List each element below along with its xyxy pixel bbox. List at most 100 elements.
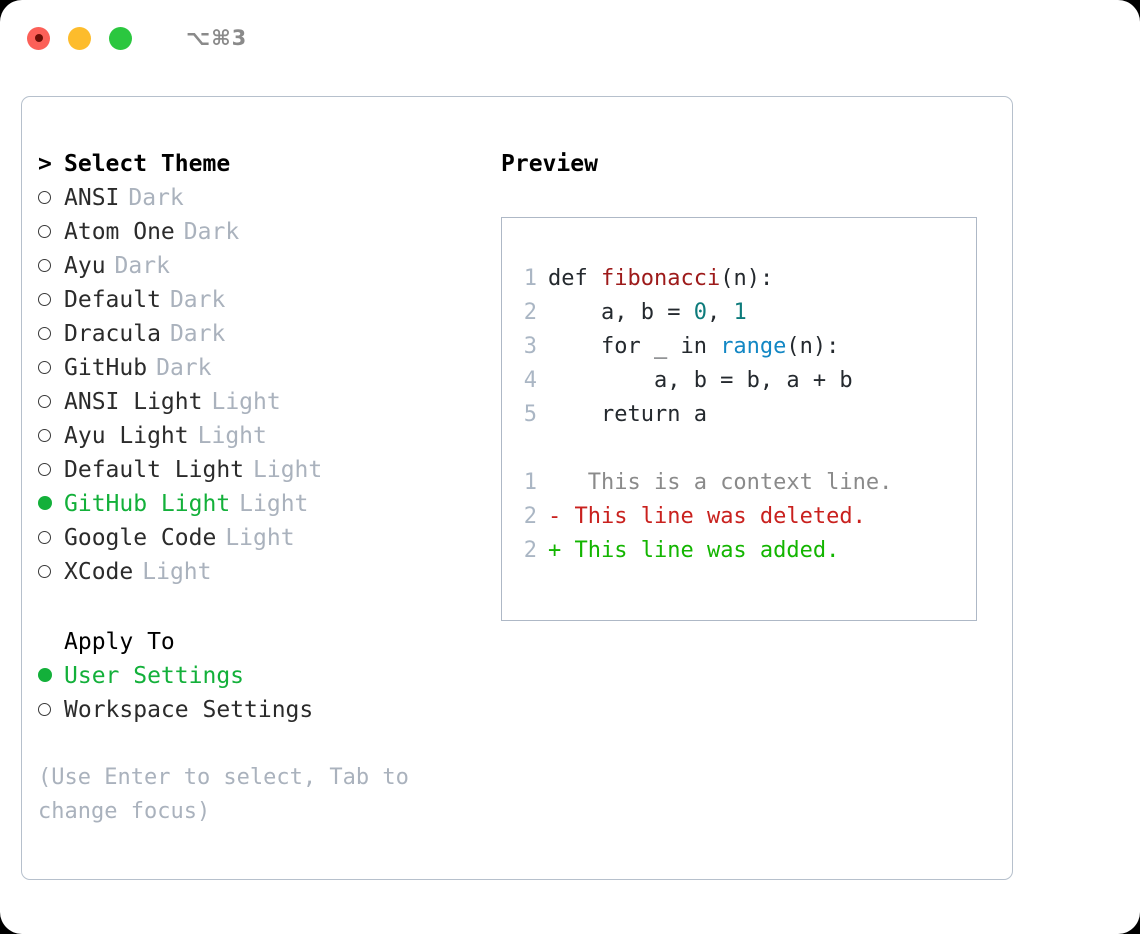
- radio-unselected-icon: [38, 429, 64, 442]
- theme-name: Ayu: [64, 253, 106, 279]
- diff-marker: -: [548, 504, 562, 529]
- theme-name: GitHub Light: [64, 491, 231, 517]
- radio-unselected-icon: [38, 259, 64, 272]
- radio-unselected-icon: [38, 531, 64, 544]
- theme-list-item[interactable]: XCode Light: [38, 555, 488, 589]
- diff-text: This is a context line.: [561, 470, 893, 495]
- radio-glyph: [38, 259, 51, 272]
- theme-variant-tag: Dark: [169, 321, 226, 347]
- radio-selected-icon: [38, 668, 64, 682]
- apply-to-indent: [38, 625, 64, 659]
- theme-name: Dracula: [64, 321, 161, 347]
- diff-text: This line was deleted.: [561, 504, 866, 529]
- diff-line: 2+ This line was added.: [502, 534, 976, 568]
- preview-heading: Preview: [501, 151, 598, 177]
- code-token: a, b = b, a + b: [548, 368, 853, 393]
- diff-line: 2- This line was deleted.: [502, 500, 976, 534]
- radio-unselected-icon: [38, 463, 64, 476]
- code-line: 2 a, b = 0, 1: [502, 296, 976, 330]
- code-line: 5 return a: [502, 398, 976, 432]
- diff-marker: [548, 466, 561, 500]
- keyboard-hint-text: (Use Enter to select, Tab to change focu…: [38, 765, 423, 824]
- radio-unselected-icon: [38, 191, 64, 204]
- keyboard-shortcut-label: ⌥⌘3: [186, 26, 248, 50]
- theme-name: Default Light: [64, 457, 245, 483]
- code-token: fibonacci: [600, 266, 721, 291]
- theme-picker-heading: > Select Theme: [38, 147, 488, 181]
- window-controls: [27, 26, 132, 50]
- code-token: 0: [693, 300, 707, 325]
- radio-glyph: [38, 668, 52, 682]
- theme-list-item[interactable]: Ayu Dark: [38, 249, 488, 283]
- radio-glyph: [38, 225, 51, 238]
- apply-to-item[interactable]: User Settings: [38, 659, 488, 693]
- code-token: (n):: [720, 266, 774, 291]
- title-bar: ⌥⌘3: [0, 0, 1140, 76]
- apply-to-name: User Settings: [64, 663, 245, 689]
- radio-glyph: [38, 463, 51, 476]
- line-number: 3: [523, 334, 537, 359]
- radio-glyph: [38, 293, 51, 306]
- diff-marker: +: [548, 538, 562, 563]
- theme-list-item[interactable]: Default Dark: [38, 283, 488, 317]
- theme-name: Atom One: [64, 219, 175, 245]
- code-token: ,: [706, 300, 734, 325]
- code-token: return a: [548, 402, 707, 427]
- diff-line: 1 This is a context line.: [502, 466, 976, 500]
- radio-glyph: [38, 531, 51, 544]
- radio-selected-icon: [38, 496, 64, 510]
- theme-name: ANSI: [64, 185, 120, 211]
- close-button-icon[interactable]: [27, 26, 50, 50]
- radio-unselected-icon: [38, 225, 64, 238]
- apply-to-name: Workspace Settings: [64, 697, 314, 723]
- radio-glyph: [38, 565, 51, 578]
- radio-unselected-icon: [38, 395, 64, 408]
- spacer: [502, 432, 976, 466]
- code-token: a, b =: [548, 300, 694, 325]
- theme-list-item[interactable]: Dracula Dark: [38, 317, 488, 351]
- theme-variant-tag: Light: [142, 559, 212, 585]
- radio-unselected-icon: [38, 565, 64, 578]
- theme-list-item[interactable]: GitHub Dark: [38, 351, 488, 385]
- theme-variant-tag: Light: [197, 423, 267, 449]
- minimize-button-icon[interactable]: [68, 26, 91, 50]
- radio-glyph: [38, 703, 51, 716]
- code-token: def: [548, 266, 601, 291]
- theme-name: ANSI Light: [64, 389, 203, 415]
- diff-text: This line was added.: [561, 538, 840, 563]
- line-number: 1: [523, 470, 537, 495]
- radio-unselected-icon: [38, 703, 64, 716]
- radio-glyph: [38, 327, 51, 340]
- code-token: for _ in: [548, 334, 721, 359]
- theme-name: Default: [64, 287, 161, 313]
- theme-variant-tag: Dark: [169, 287, 226, 313]
- close-dot-icon: [34, 34, 43, 42]
- theme-variant-tag: Dark: [156, 355, 212, 381]
- theme-name: XCode: [64, 559, 134, 585]
- theme-name: Google Code: [64, 525, 217, 551]
- apply-to-label: Apply To: [64, 629, 175, 655]
- apply-to-item[interactable]: Workspace Settings: [38, 693, 488, 727]
- theme-name: GitHub: [64, 355, 148, 381]
- line-number: 4: [523, 368, 537, 393]
- maximize-button-icon[interactable]: [109, 26, 132, 50]
- radio-unselected-icon: [38, 293, 64, 306]
- code-token: (n):: [786, 334, 840, 359]
- radio-glyph: [38, 429, 51, 442]
- radio-glyph: [38, 361, 51, 374]
- theme-variant-tag: Dark: [114, 253, 170, 279]
